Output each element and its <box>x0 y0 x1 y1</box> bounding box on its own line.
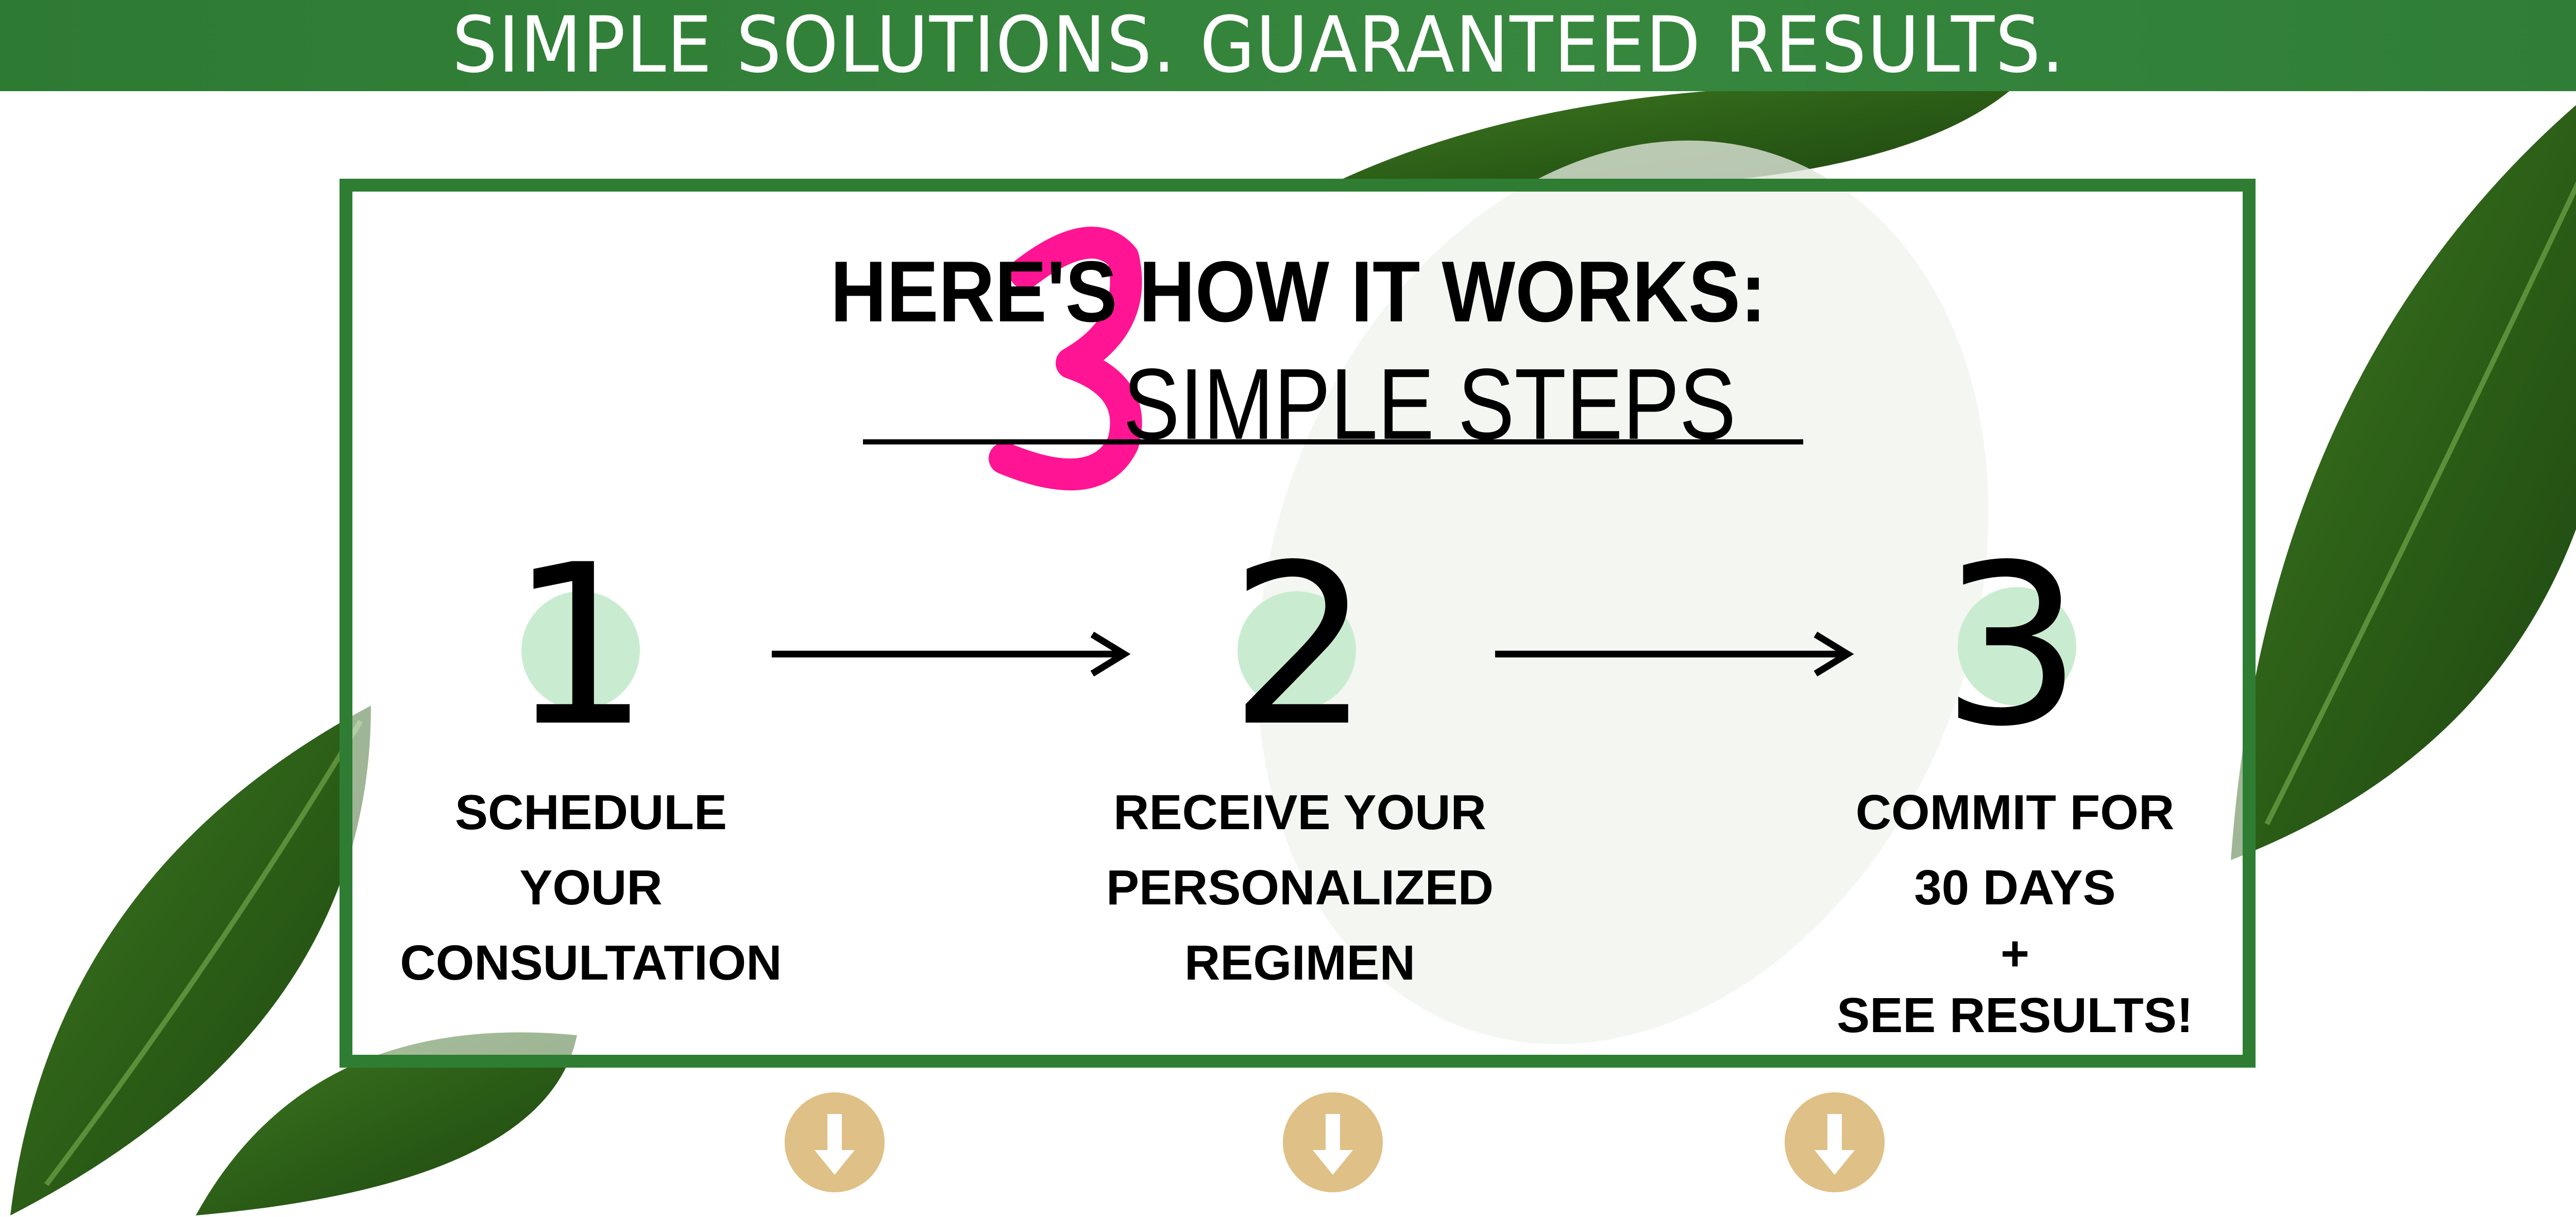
arrow-down-circle-icon <box>1313 1114 1353 1175</box>
leaf-icon <box>10 706 371 1215</box>
step-3-line: SEE RESULTS! <box>1837 988 2193 1043</box>
banner-text: SIMPLE SOLUTIONS. GUARANTEED RESULTS. <box>452 1 2065 90</box>
step-1-line: SCHEDULE <box>454 785 727 840</box>
step-2-label: RECEIVE YOUR PERSONALIZED REGIMEN <box>1042 775 1557 1001</box>
arrow-right-icon <box>1495 631 1854 677</box>
step-1-number: 1 <box>509 518 650 775</box>
step-2-number: 2 <box>1229 518 1370 775</box>
step-2-line: PERSONALIZED <box>1106 860 1494 915</box>
top-banner <box>0 0 2576 91</box>
step-3-line: COMMIT FOR <box>1855 785 2175 840</box>
pink-number-three <box>989 227 1142 491</box>
step-3-down-button[interactable] <box>1785 1092 1885 1192</box>
step-1-line: YOUR <box>519 860 663 915</box>
page-title: HERE'S HOW IT WORKS: <box>830 243 1767 340</box>
leaf-icon <box>1340 85 2009 188</box>
step-2-line: RECEIVE YOUR <box>1113 785 1486 840</box>
step-1-down-button[interactable] <box>785 1092 885 1192</box>
leaf-icon <box>196 1032 577 1215</box>
step-3-line: 30 DAYS <box>1914 860 2116 915</box>
step-1-label: SCHEDULE YOUR CONSULTATION <box>333 775 849 1001</box>
step-2-highlight <box>1238 591 1356 710</box>
arrow-right-icon <box>772 631 1131 677</box>
arrow-down-circle-icon <box>1815 1114 1855 1175</box>
step-3-highlight <box>1958 587 2076 706</box>
step-2-line: REGIMEN <box>1184 935 1416 990</box>
step-1-highlight <box>521 591 640 710</box>
step-3-label: COMMIT FOR 30 DAYS + SEE RESULTS! <box>1757 775 2273 1049</box>
title-underline <box>863 439 1803 444</box>
step-3-number: 3 <box>1941 518 2082 775</box>
page-subtitle: SIMPLE STEPS <box>1123 348 1736 460</box>
step-2-down-button[interactable] <box>1283 1092 1383 1192</box>
step-3-line: + <box>2000 926 2030 981</box>
arrow-down-circle-icon <box>815 1114 855 1175</box>
step-1-line: CONSULTATION <box>400 935 782 990</box>
leaf-icon <box>2231 105 2576 860</box>
